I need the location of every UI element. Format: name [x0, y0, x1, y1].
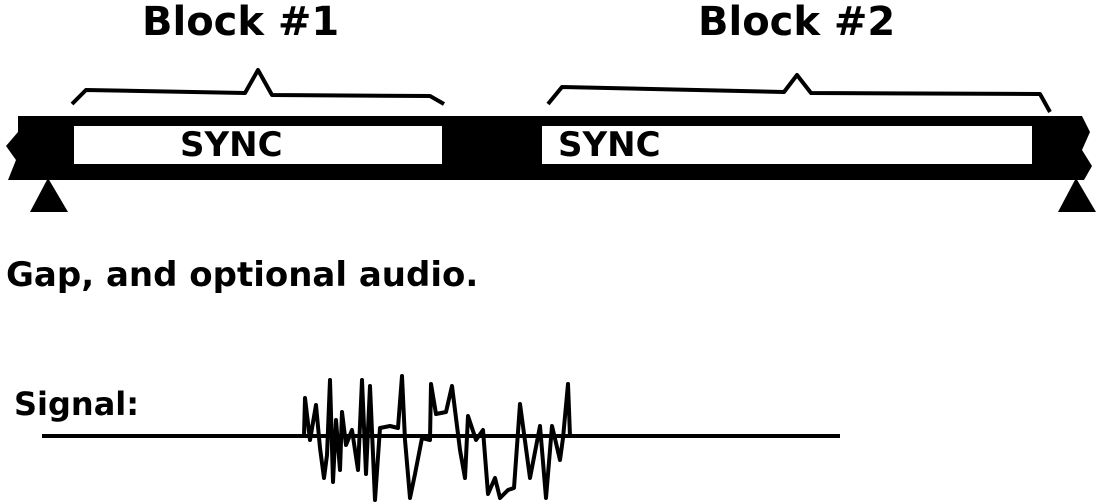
block-2-brace — [546, 73, 1052, 113]
start-marker-triangle — [30, 178, 68, 212]
end-marker-triangle — [1058, 178, 1096, 212]
block-1-title: Block #1 — [142, 0, 340, 45]
block-1-brace — [70, 68, 445, 106]
block-1-sync-label: SYNC — [180, 125, 283, 165]
signal-label: Signal: — [14, 385, 140, 423]
block-1-sync-box — [74, 126, 442, 164]
block-2-title: Block #2 — [698, 0, 896, 45]
block-2-sync-box — [542, 126, 1032, 164]
audio-waveform — [302, 374, 572, 502]
block-2-sync-label: SYNC — [558, 125, 661, 165]
gap-caption: Gap, and optional audio. — [6, 255, 479, 295]
